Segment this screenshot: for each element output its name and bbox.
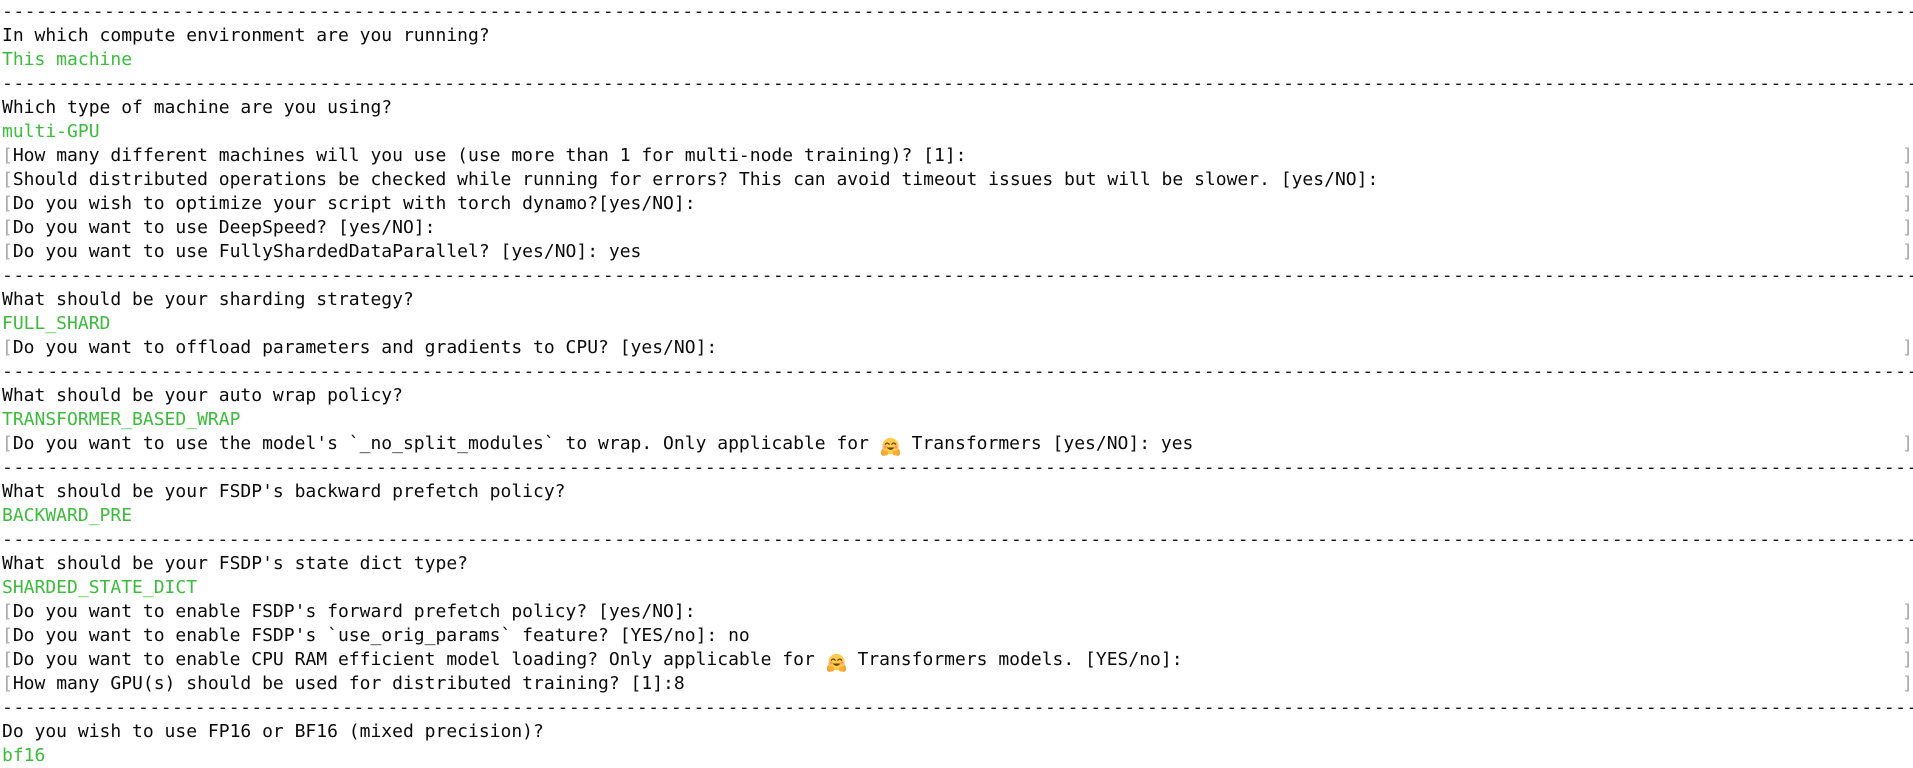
prompt-text: Transformers models. [YES/no]: — [846, 649, 1183, 670]
open-bracket: [ — [2, 433, 13, 454]
close-bracket: ] — [1902, 625, 1913, 646]
question-state-dict-type: What should be your FSDP's state dict ty… — [2, 553, 468, 574]
hugging-face-emoji-icon — [826, 652, 846, 672]
open-bracket: [ — [2, 601, 13, 622]
prompt-offload-cpu: [Do you want to offload parameters and g… — [2, 336, 1913, 360]
close-bracket: ] — [1902, 217, 1913, 238]
question-sharding-strategy: What should be your sharding strategy? — [2, 289, 414, 310]
question-backward-prefetch: What should be your FSDP's backward pref… — [2, 481, 566, 502]
open-bracket: [ — [2, 193, 13, 214]
open-bracket: [ — [2, 169, 13, 190]
prompt-torch-dynamo: [Do you wish to optimize your script wit… — [2, 192, 1913, 216]
prompt-text: Do you want to use FullyShardedDataParal… — [12, 241, 642, 262]
open-bracket: [ — [2, 241, 13, 262]
open-bracket: [ — [2, 217, 13, 238]
prompt-text: Transformers [yes/NO]: yes — [900, 433, 1194, 454]
separator-line: ----------------------------------------… — [2, 73, 1913, 94]
prompt-no-split-modules: [Do you want to use the model's `_no_spl… — [2, 432, 1913, 456]
prompt-text: Do you want to use DeepSpeed? [yes/NO]: — [12, 217, 436, 238]
prompt-check-distributed-ops: [Should distributed operations be checke… — [2, 168, 1913, 192]
question-compute-environment: In which compute environment are you run… — [2, 25, 490, 46]
answer-auto-wrap-policy: TRANSFORMER_BASED_WRAP — [2, 409, 241, 430]
close-bracket: ] — [1902, 145, 1913, 166]
close-bracket: ] — [1902, 241, 1913, 262]
answer-mixed-precision: bf16 — [2, 745, 46, 766]
open-bracket: [ — [2, 145, 13, 166]
close-bracket: ] — [1902, 337, 1913, 358]
answer-state-dict-type: SHARDED_STATE_DICT — [2, 577, 198, 598]
prompt-num-machines: [How many different machines will you us… — [2, 144, 1913, 168]
open-bracket: [ — [2, 337, 13, 358]
hugging-face-emoji-icon — [880, 436, 900, 456]
answer-compute-environment: This machine — [2, 49, 133, 70]
open-bracket: [ — [2, 625, 13, 646]
prompt-text: Do you want to enable FSDP's `use_orig_p… — [12, 625, 750, 646]
answer-sharding-strategy: FULL_SHARD — [2, 313, 111, 334]
prompt-text: Do you want to use the model's `_no_spli… — [12, 433, 880, 454]
close-bracket: ] — [1902, 433, 1913, 454]
prompt-text: Do you want to enable FSDP's forward pre… — [12, 601, 696, 622]
prompt-text: Do you wish to optimize your script with… — [12, 193, 696, 214]
close-bracket: ] — [1902, 601, 1913, 622]
close-bracket: ] — [1902, 673, 1913, 694]
question-mixed-precision: Do you wish to use FP16 or BF16 (mixed p… — [2, 721, 544, 742]
separator-line: ----------------------------------------… — [2, 1, 1913, 22]
separator-line: ----------------------------------------… — [2, 361, 1913, 382]
separator-line: ----------------------------------------… — [2, 697, 1913, 718]
open-bracket: [ — [2, 673, 13, 694]
close-bracket: ] — [1902, 169, 1913, 190]
prompt-text: How many GPU(s) should be used for distr… — [12, 673, 685, 694]
prompt-text: Should distributed operations be checked… — [12, 169, 1379, 190]
prompt-use-orig-params: [Do you want to enable FSDP's `use_orig_… — [2, 624, 1913, 648]
prompt-fsdp: [Do you want to use FullyShardedDataPara… — [2, 240, 1913, 264]
prompt-cpu-ram-efficient: [Do you want to enable CPU RAM efficient… — [2, 648, 1913, 672]
question-machine-type: Which type of machine are you using? — [2, 97, 393, 118]
prompt-num-gpus: [How many GPU(s) should be used for dist… — [2, 672, 1913, 696]
close-bracket: ] — [1902, 193, 1913, 214]
open-bracket: [ — [2, 649, 13, 670]
separator-line: ----------------------------------------… — [2, 457, 1913, 478]
prompt-text: Do you want to offload parameters and gr… — [12, 337, 718, 358]
prompt-deepspeed: [Do you want to use DeepSpeed? [yes/NO]:… — [2, 216, 1913, 240]
close-bracket: ] — [1902, 649, 1913, 670]
question-auto-wrap-policy: What should be your auto wrap policy? — [2, 385, 403, 406]
separator-line: ----------------------------------------… — [2, 529, 1913, 550]
prompt-text: Do you want to enable CPU RAM efficient … — [12, 649, 826, 670]
answer-machine-type: multi-GPU — [2, 121, 100, 142]
prompt-text: How many different machines will you use… — [12, 145, 967, 166]
prompt-forward-prefetch: [Do you want to enable FSDP's forward pr… — [2, 600, 1913, 624]
separator-line: ----------------------------------------… — [2, 265, 1913, 286]
answer-backward-prefetch: BACKWARD_PRE — [2, 505, 133, 526]
